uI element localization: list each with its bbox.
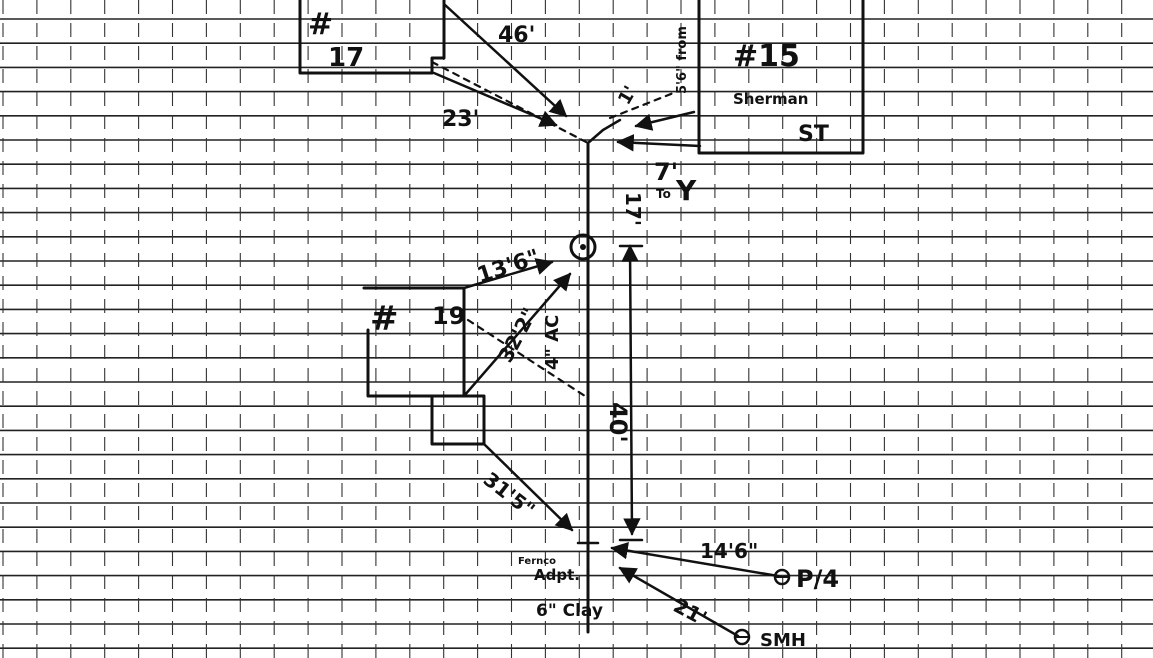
lot-15-street-line1: Sherman xyxy=(733,90,808,108)
tie-14-6-arrow xyxy=(610,541,780,578)
wye-offset-label: 1' xyxy=(614,82,641,108)
wye-y-label: Y xyxy=(675,174,697,207)
main-sewer-line xyxy=(576,118,622,634)
tie-14-6-label: 14'6" xyxy=(700,539,758,563)
adapter-line2: Adpt. xyxy=(534,566,580,584)
tie-46-arrow xyxy=(442,2,568,118)
lot-15-building: #15 Sherman ST xyxy=(697,0,865,155)
tie-23-arrow xyxy=(432,71,558,127)
lot-17-building: # 17 xyxy=(298,0,446,75)
riser-17-label: 17' xyxy=(621,192,645,226)
pipe-ac-label: 4" AC xyxy=(542,315,563,370)
adapter-notes: Fernco Adpt. 6" Clay xyxy=(518,556,603,621)
pole-symbol: P/4 xyxy=(773,565,839,593)
manhole-label: SMH xyxy=(760,630,806,651)
dashed-service-lines xyxy=(430,60,678,400)
tie-5-6-arrow xyxy=(634,110,696,131)
run-40-label: 40' xyxy=(604,402,632,443)
wye-to-label: To xyxy=(656,187,671,201)
lot-17-hash: # xyxy=(308,7,333,42)
tie-21-arrow xyxy=(618,566,740,638)
adapter-pipe: 6" Clay xyxy=(536,601,603,621)
lot-15-street-line2: ST xyxy=(798,122,829,147)
tie-31-5-label: 31'5" xyxy=(479,467,540,522)
tie-32-2-label: 32'2" xyxy=(493,304,542,367)
wye-7-arrow xyxy=(616,134,702,152)
run-40-dimension xyxy=(621,244,641,536)
tie-13-6-label: 13'6" xyxy=(474,245,543,289)
tie-13-6-arrow xyxy=(362,258,554,290)
tie-46-label: 46' xyxy=(498,23,535,48)
lot-17-number: 17 xyxy=(328,43,364,73)
manhole-symbol: SMH xyxy=(733,628,806,651)
lot-19-hash: # xyxy=(370,299,399,339)
tie-31-5-arrow xyxy=(482,442,574,532)
lot-19-number: 19 xyxy=(432,302,465,330)
lot-15-label: #15 xyxy=(733,39,800,74)
measurement-arrows xyxy=(362,2,780,638)
adapter-line1: Fernco xyxy=(518,556,556,567)
tie-23-label: 23' xyxy=(442,107,479,132)
pole-label: P/4 xyxy=(796,565,839,593)
wye-7-label: 7' xyxy=(654,158,678,186)
cleanout-marker xyxy=(569,233,597,261)
tie-32-2-arrow xyxy=(462,272,572,398)
lot-19-building: # 19 xyxy=(362,286,486,446)
tie-5-6-label: 5'6" from xyxy=(675,26,690,94)
measurement-labels: 46' 23' 1' 5'6" from 7' To Y 17' 13'6" 3… xyxy=(442,23,758,630)
